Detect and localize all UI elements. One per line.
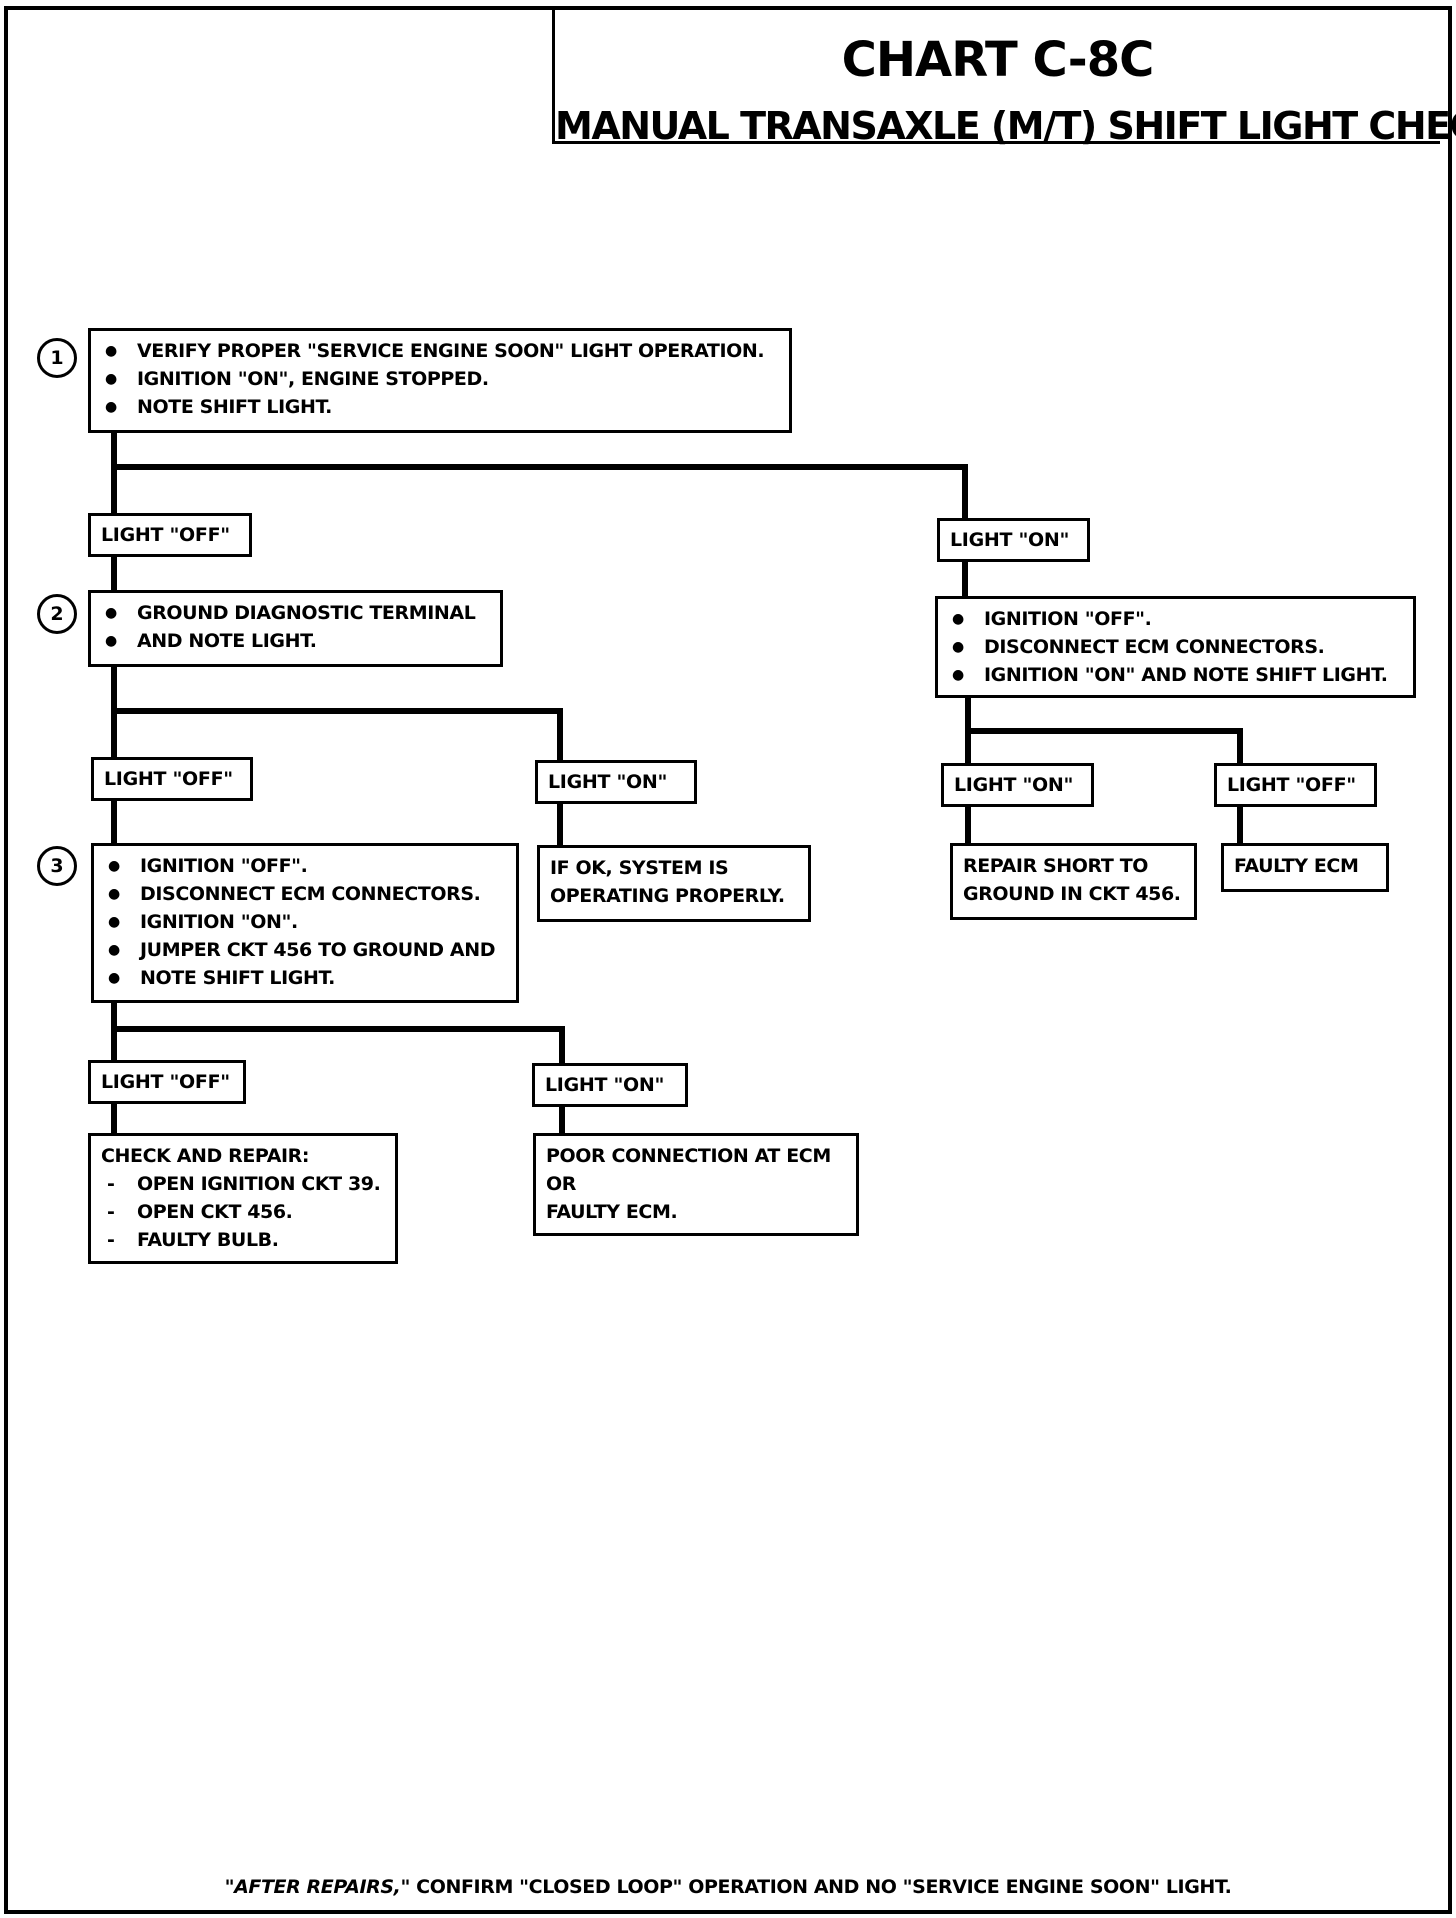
box-line: OR [546,1173,576,1195]
list-item: FAULTY BULB. [101,1226,385,1254]
list-item: IGNITION "ON". [104,908,506,936]
footer-italic: "AFTER REPAIRS," [224,1876,411,1898]
footer-note: "AFTER REPAIRS," CONFIRM "CLOSED LOOP" O… [0,1876,1456,1898]
ecm-disconnect-box: IGNITION "OFF". DISCONNECT ECM CONNECTOR… [935,596,1416,698]
page-frame [4,6,1452,1914]
box-line: POOR CONNECTION AT ECM [546,1145,831,1167]
box-line: FAULTY ECM [1234,855,1359,877]
label-light-off-right: LIGHT "OFF" [1214,763,1377,807]
list-item: IGNITION "OFF". [104,852,506,880]
label-light-on-1: LIGHT "ON" [937,518,1090,562]
label-light-off-1: LIGHT "OFF" [88,513,252,557]
list-item: IGNITION "ON" AND NOTE SHIFT LIGHT. [948,661,1403,689]
list-item: OPEN CKT 456. [101,1198,385,1226]
list-item: NOTE SHIFT LIGHT. [104,964,506,992]
box-line: GROUND IN CKT 456. [963,883,1181,905]
connector-r-off [968,728,1243,763]
check-and-repair-box: CHECK AND REPAIR: OPEN IGNITION CKT 39. … [88,1133,398,1264]
box-line: FAULTY ECM. [546,1201,678,1223]
footer-text: CONFIRM "CLOSED LOOP" OPERATION AND NO "… [409,1876,1232,1898]
label-light-off-2: LIGHT "OFF" [91,757,253,801]
list-item: NOTE SHIFT LIGHT. [101,393,779,421]
list-item: JUMPER CKT 456 TO GROUND AND [104,936,506,964]
connector-1-on [114,464,968,525]
system-ok-box: IF OK, SYSTEM IS OPERATING PROPERLY. [537,845,811,922]
step-2-box: GROUND DIAGNOSTIC TERMINAL AND NOTE LIGH… [88,590,503,667]
connector-3-on [114,1026,565,1065]
list-item: GROUND DIAGNOSTIC TERMINAL [101,599,490,627]
label-light-on-right: LIGHT "ON" [941,763,1094,807]
list-item-continuation: AND NOTE LIGHT. [137,630,317,652]
box-line: REPAIR SHORT TO [963,855,1149,877]
list-item-continuation: NOTE SHIFT LIGHT. [140,967,335,989]
label-light-on-3: LIGHT "ON" [532,1063,688,1107]
repair-short-box: REPAIR SHORT TO GROUND IN CKT 456. [950,843,1197,920]
list-item: DISCONNECT ECM CONNECTORS. [948,633,1403,661]
box-line: OPERATING PROPERLY. [550,885,785,907]
label-light-on-2: LIGHT "ON" [535,760,697,804]
title-block: CHART C-8C MANUAL TRANSAXLE (M/T) SHIFT … [552,8,1456,148]
connector-2-on [114,708,563,760]
list-item: IGNITION "OFF". [948,605,1403,633]
step-3-marker: 3 [37,846,77,886]
poor-connection-box: POOR CONNECTION AT ECM OR FAULTY ECM. [533,1133,859,1236]
box-heading: CHECK AND REPAIR: [101,1145,310,1167]
list-item: OPEN IGNITION CKT 39. [101,1170,385,1198]
list-item: DISCONNECT ECM CONNECTORS. [104,880,506,908]
list-item: AND NOTE LIGHT. [101,627,490,655]
step-1-box: VERIFY PROPER "SERVICE ENGINE SOON" LIGH… [88,328,792,433]
chart-subtitle: MANUAL TRANSAXLE (M/T) SHIFT LIGHT CHECK [555,104,1456,148]
list-item: VERIFY PROPER "SERVICE ENGINE SOON" LIGH… [101,337,779,365]
step-3-box: IGNITION "OFF". DISCONNECT ECM CONNECTOR… [91,843,519,1003]
step-1-marker: 1 [37,338,77,378]
chart-title: CHART C-8C [841,32,1155,88]
list-item: IGNITION "ON", ENGINE STOPPED. [101,365,779,393]
faulty-ecm-box: FAULTY ECM [1221,843,1389,892]
label-light-off-3: LIGHT "OFF" [88,1060,246,1104]
box-line: IF OK, SYSTEM IS [550,857,729,879]
step-2-marker: 2 [37,594,77,634]
